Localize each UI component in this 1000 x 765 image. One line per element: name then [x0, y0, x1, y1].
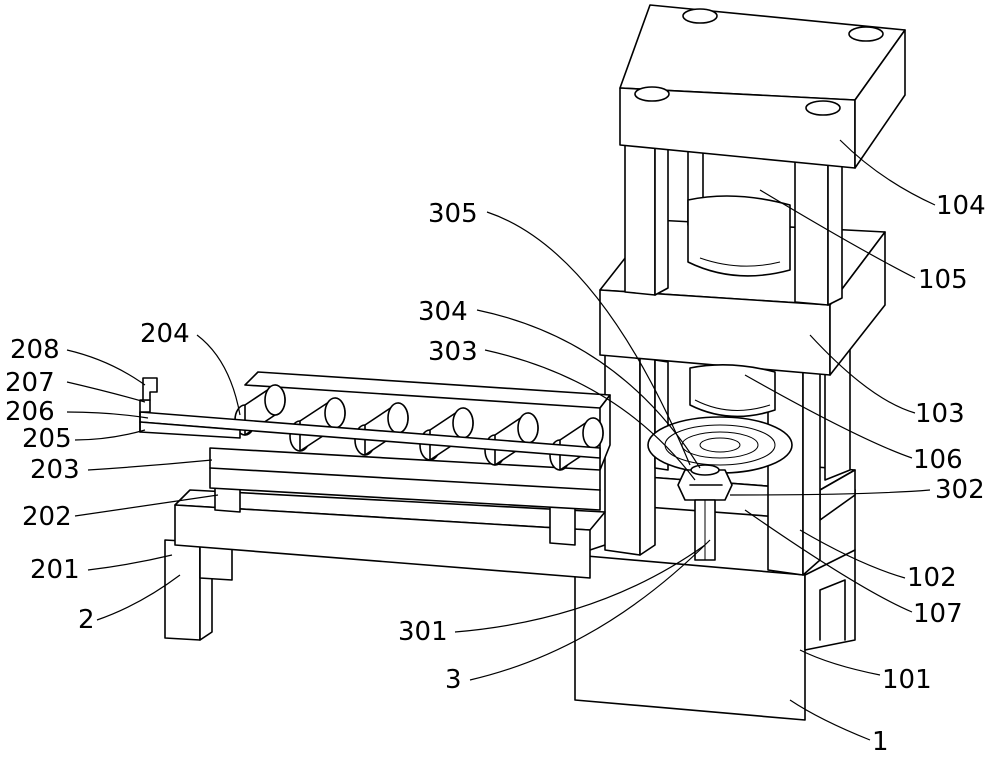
label-103: 103: [915, 399, 965, 429]
upper-columns: [624, 134, 843, 306]
hydraulic-cylinder: [687, 195, 791, 277]
guide-rail: [139, 377, 601, 459]
nut-connector: [677, 464, 733, 501]
top-plate: [619, 4, 906, 169]
label-1: 1: [872, 727, 889, 757]
label-205: 205: [22, 424, 72, 454]
label-106: 106: [913, 445, 963, 475]
part-labels: 1 101 102 103 104 105 106 107 2 201 202 …: [5, 191, 986, 757]
label-2: 2: [78, 605, 95, 635]
label-201: 201: [30, 555, 80, 585]
label-203: 203: [30, 455, 80, 485]
label-301: 301: [398, 617, 448, 647]
base-block: [574, 489, 856, 721]
label-305: 305: [428, 199, 478, 229]
upper-die: [689, 364, 776, 418]
leader-lines: [66, 139, 936, 741]
label-207: 207: [5, 368, 55, 398]
label-105: 105: [918, 265, 968, 295]
label-204: 204: [140, 319, 190, 349]
label-206: 206: [5, 397, 55, 427]
label-107: 107: [913, 599, 963, 629]
label-3: 3: [445, 665, 462, 695]
label-202: 202: [22, 502, 72, 532]
shaft: [694, 499, 716, 561]
label-303: 303: [428, 337, 478, 367]
label-102: 102: [907, 563, 957, 593]
label-208: 208: [10, 335, 60, 365]
label-304: 304: [418, 297, 468, 327]
label-302: 302: [935, 475, 985, 505]
conveyor-frame: [209, 371, 611, 546]
press-columns: [604, 284, 851, 576]
support-frame: [164, 489, 606, 641]
label-101: 101: [882, 665, 932, 695]
label-104: 104: [936, 191, 986, 221]
